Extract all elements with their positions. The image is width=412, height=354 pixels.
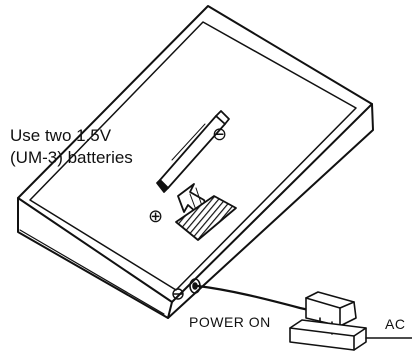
power-on-label: POWER ON [189, 314, 271, 330]
plus-symbol: ⊕ [148, 206, 163, 227]
minus-symbol: ⊖ [212, 124, 227, 145]
device-body [17, 5, 374, 319]
battery-compartment-lid [29, 21, 357, 291]
caption-line-1: Use two 1.5V [10, 126, 112, 145]
side-screw [172, 288, 184, 300]
device-front-side [17, 197, 173, 319]
device-bottom-edge [19, 229, 165, 315]
caption-line-2: (UM-3) batteries [10, 148, 133, 167]
ac-label: AC [385, 316, 406, 332]
device-right-side [167, 103, 374, 319]
power-cable [196, 284, 320, 314]
battery [156, 110, 230, 193]
battery-contact-plate [175, 195, 237, 241]
ac-adapter [289, 319, 367, 351]
battery-instruction-caption: Use two 1.5V (UM-3) batteries [10, 125, 133, 169]
